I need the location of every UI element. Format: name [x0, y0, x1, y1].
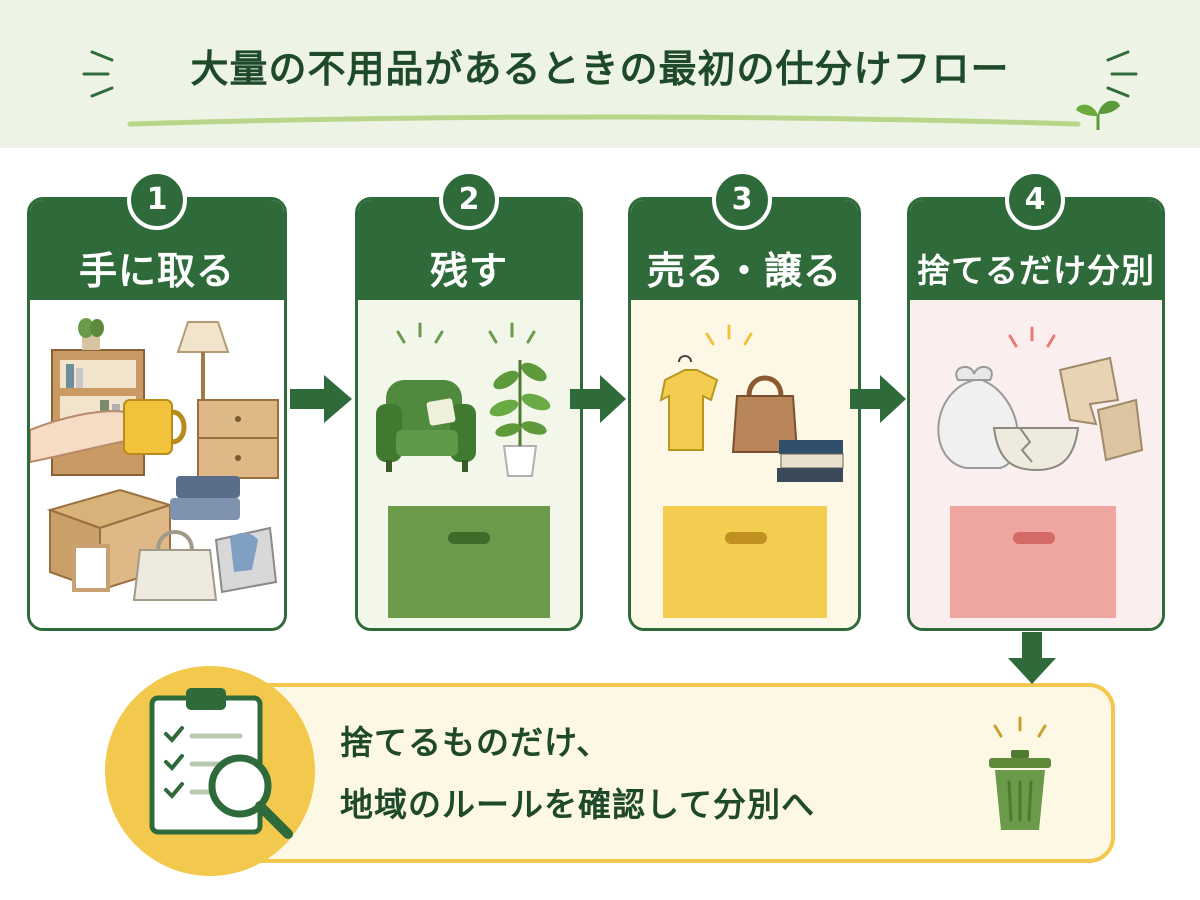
magnifier-icon — [208, 754, 293, 839]
t-shirt-icon — [659, 355, 719, 451]
flow-arrow-right-icon — [290, 375, 352, 423]
sparkle-right-icon — [1106, 50, 1138, 98]
sprout-icon — [1076, 100, 1120, 130]
discard-box-icon — [950, 506, 1116, 618]
basket-icon — [214, 526, 278, 594]
armchair-icon — [376, 380, 476, 472]
step-number-badge: 2 — [439, 170, 499, 230]
note-text: 捨てるものだけ、 地域のルールを確認して分別へ — [340, 712, 815, 836]
step-card-body — [358, 300, 580, 628]
step-card-2: 残す — [355, 197, 583, 631]
discard-illustration — [937, 326, 1144, 618]
step-number-badge: 3 — [712, 170, 772, 230]
step-card-body — [631, 300, 858, 628]
flow-arrow-right-icon — [850, 375, 906, 423]
keep-box-icon — [388, 506, 550, 618]
note-line-1: 捨てるものだけ、 — [340, 723, 611, 762]
header-decoration — [82, 50, 1138, 130]
step-label: 残す — [429, 249, 508, 293]
photo-frame-icon — [72, 544, 110, 592]
potted-plant-icon — [489, 360, 551, 477]
note-line-2: 地域のルールを確認して分別へ — [340, 785, 816, 824]
step-card-3: 売る・譲る — [628, 197, 861, 631]
sparkle-icon — [705, 324, 753, 346]
step-label: 捨てるだけ分別 — [917, 251, 1155, 290]
step-number-badge: 1 — [127, 170, 187, 230]
handbag-icon — [731, 375, 799, 453]
tote-bag-icon — [132, 530, 218, 601]
hand-mug-icon — [30, 399, 187, 464]
sell-box-icon — [663, 506, 827, 618]
step-card-body — [910, 300, 1162, 628]
keep-illustration — [376, 322, 551, 618]
books-icon — [777, 440, 844, 482]
step-card-4: 捨てるだけ分別 — [907, 197, 1165, 631]
drawer-icon — [197, 399, 279, 479]
trash-can-icon — [989, 716, 1051, 830]
clipboard-checklist-icon — [149, 688, 293, 839]
step-label: 手に取る — [78, 249, 235, 293]
title-underline — [127, 114, 1081, 127]
step-card-body — [30, 300, 284, 628]
step-card-1: 手に取る — [27, 197, 287, 631]
torn-paper-icon — [1058, 356, 1144, 462]
page-title: 大量の不用品があるときの最初の仕分けフロー — [190, 47, 1010, 91]
step-label: 売る・譲る — [646, 249, 842, 293]
sparkle-left-icon — [82, 50, 114, 98]
step-number-badge: 4 — [1005, 170, 1065, 230]
lamp-icon — [176, 321, 230, 400]
plant-icon — [78, 318, 104, 350]
sparkle-icon — [396, 322, 536, 344]
sell-illustration — [659, 324, 844, 618]
flow-arrow-right-icon — [570, 375, 626, 423]
broken-bowl-icon — [992, 427, 1080, 472]
folded-clothes-icon — [170, 476, 240, 520]
flow-arrow-down-icon — [1008, 632, 1056, 684]
sparkle-icon — [1008, 326, 1056, 348]
clutter-illustration — [30, 318, 279, 601]
